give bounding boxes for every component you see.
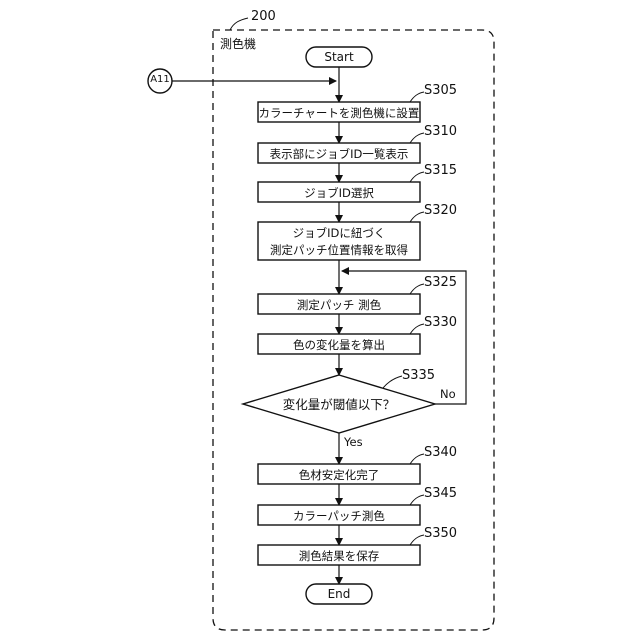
s330-id: S330: [424, 316, 457, 329]
start-label: Start: [306, 51, 372, 63]
edge-no-label: No: [440, 389, 456, 401]
ref-label-200: 200: [251, 10, 276, 23]
s350-id: S350: [424, 527, 457, 540]
end-label: End: [306, 588, 372, 600]
s320-text-line2: 測定パッチ位置情報を取得: [258, 243, 420, 257]
s345-id: S345: [424, 487, 457, 500]
s340-id: S340: [424, 446, 457, 459]
s330-text: 色の変化量を算出: [258, 338, 420, 352]
s340-text: 色材安定化完了: [258, 468, 420, 482]
s315-id: S315: [424, 164, 457, 177]
s315-text: ジョブID選択: [258, 186, 420, 200]
s305-text: カラーチャートを測色機に設置: [258, 106, 420, 120]
s345-text: カラーパッチ測色: [258, 509, 420, 523]
s305-id: S305: [424, 84, 457, 97]
s325-id: S325: [424, 276, 457, 289]
s310-text: 表示部にジョブID一覧表示: [258, 147, 420, 161]
s335-id: S335: [402, 369, 435, 382]
s310-id: S310: [424, 125, 457, 138]
edge-yes-label: Yes: [344, 437, 363, 449]
connector-label: A11: [148, 75, 172, 85]
s325-text: 測定パッチ 測色: [258, 298, 420, 312]
s320-id: S320: [424, 204, 457, 217]
s335-text: 変化量が閾値以下？: [258, 397, 420, 413]
ref-leader-200: [230, 18, 248, 30]
s350-text: 測色結果を保存: [258, 549, 420, 563]
device-label: 測色機: [220, 38, 256, 50]
s320-text-line1: ジョブIDに紐づく: [258, 226, 420, 240]
